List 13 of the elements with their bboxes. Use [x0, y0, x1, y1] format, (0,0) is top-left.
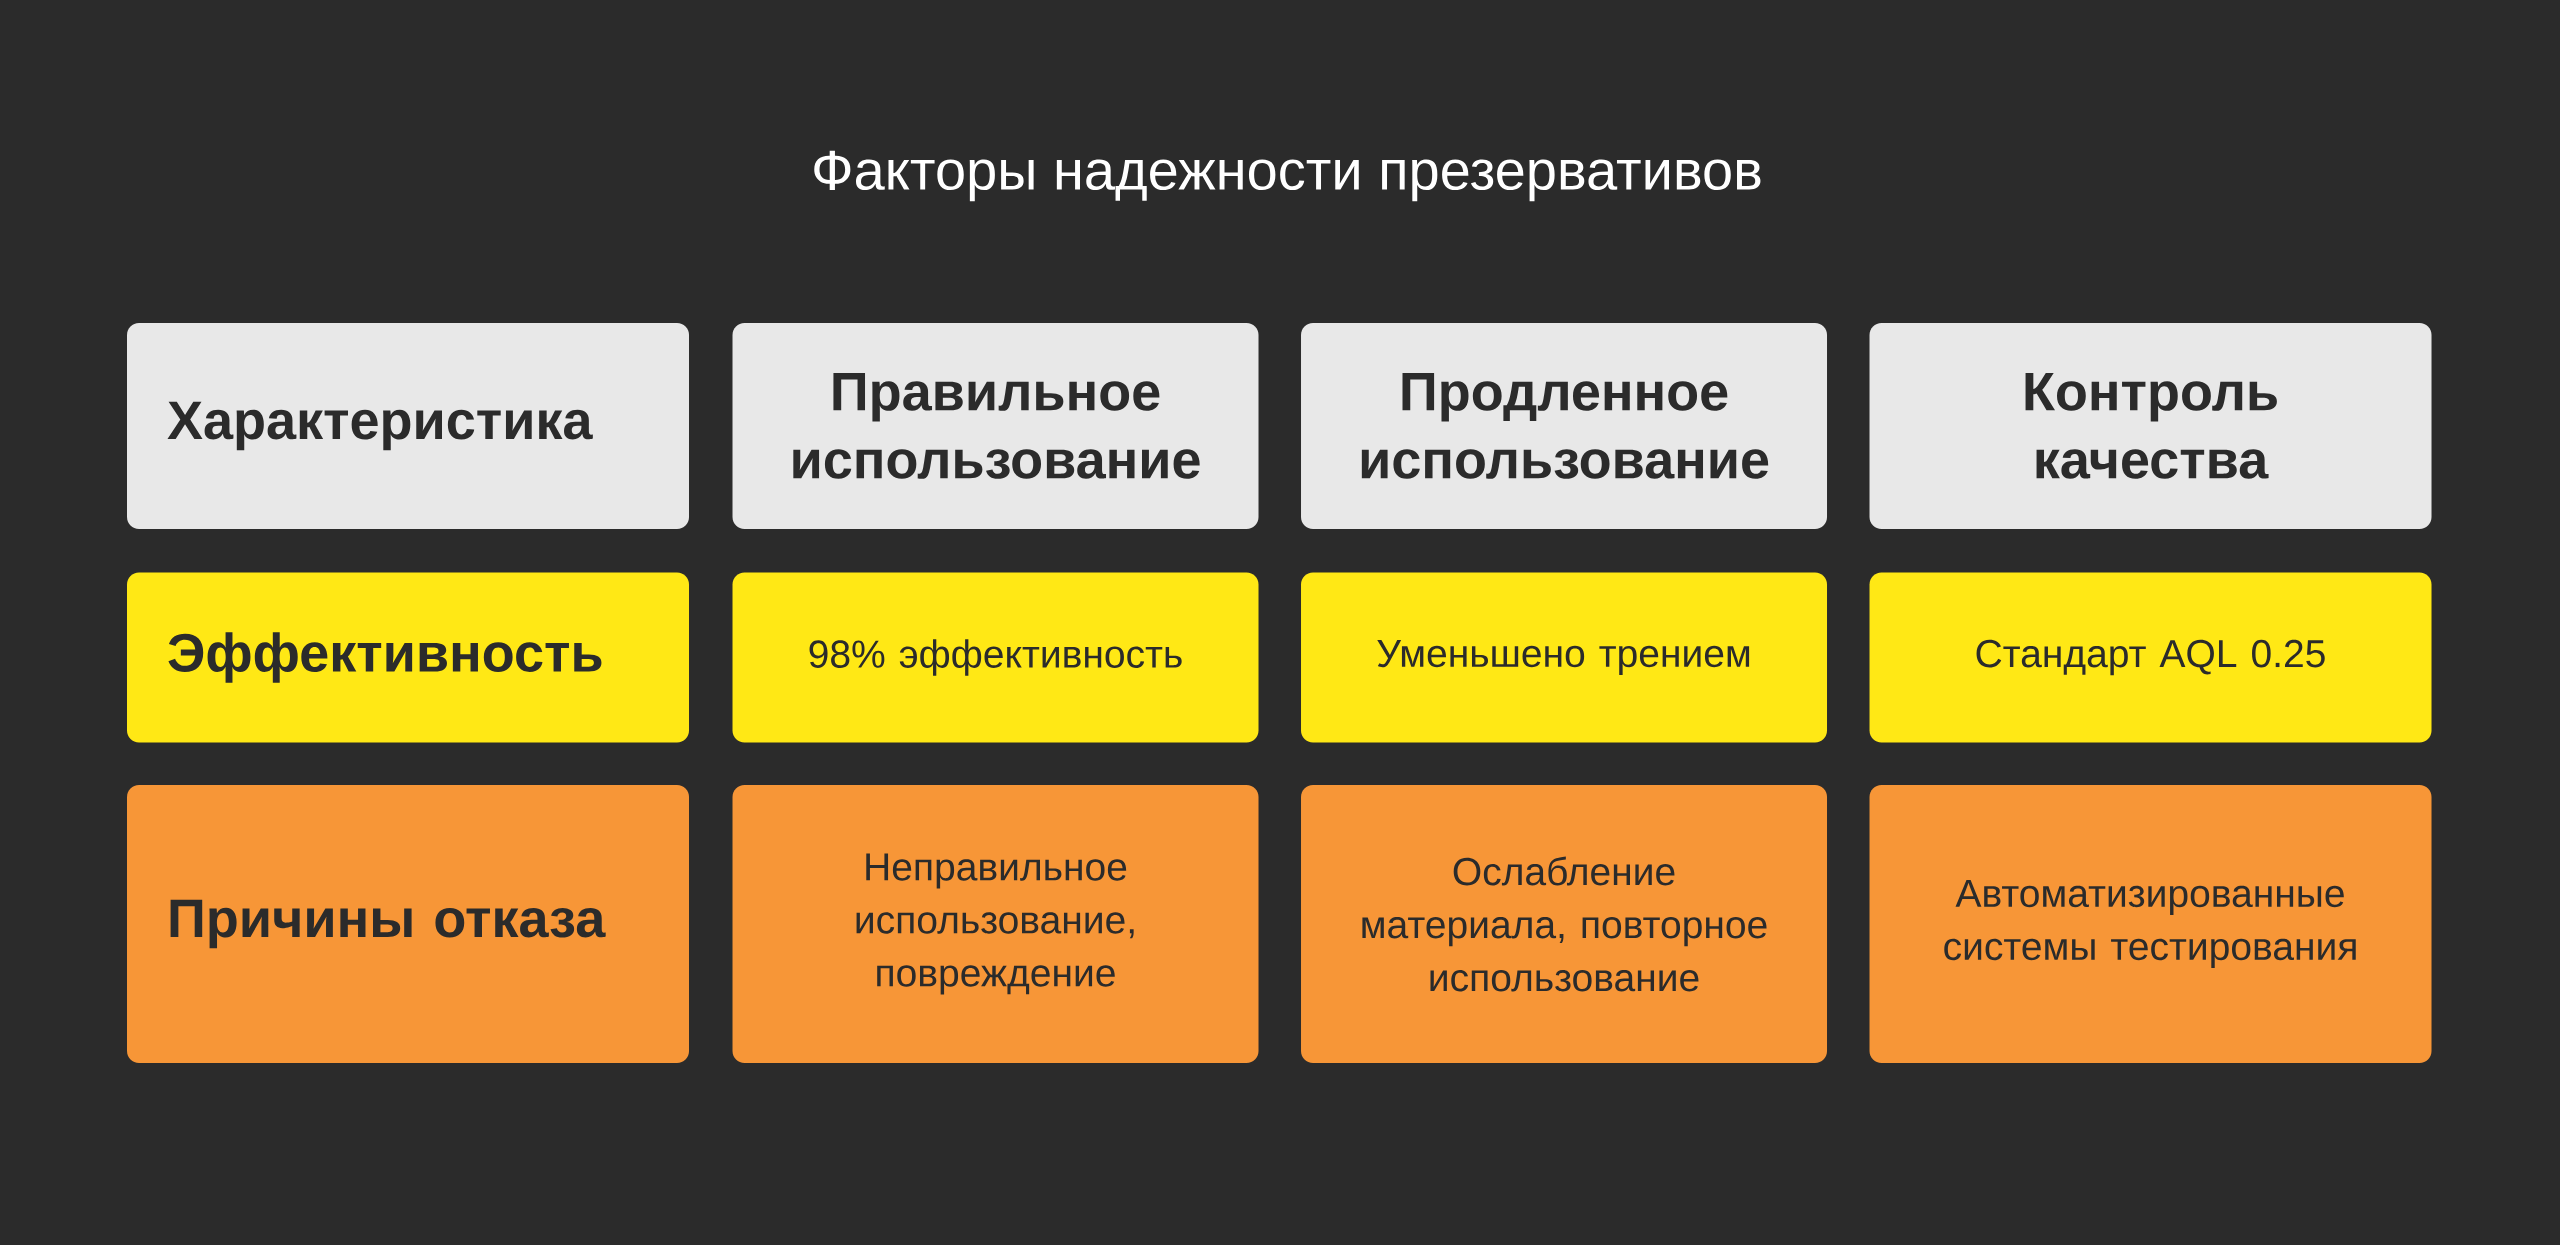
row-header-cell: Эффективность — [127, 572, 689, 743]
title: Факторы надежности презервативов — [814, 150, 1761, 202]
table-cell: Автоматизированные системы тестирования — [1869, 785, 2432, 1063]
table-cell: Уменьшено трением — [1301, 572, 1827, 743]
column-header-cell: Контроль качества — [1869, 323, 2432, 529]
table-cell: 98% эффективность — [732, 572, 1259, 743]
row-header-cell: Причины отказа — [127, 785, 689, 1063]
column-header-cell: Продленное использование — [1301, 323, 1827, 529]
row-header-cell: Характеристика — [127, 323, 689, 529]
table-cell: Неправильное использование, повреждение — [732, 785, 1259, 1063]
table-cell: Стандарт AQL 0.25 — [1869, 572, 2432, 743]
column-header-cell: Правильное использование — [732, 323, 1259, 529]
table-cell: Ослабление материала, повторное использование — [1301, 785, 1827, 1063]
